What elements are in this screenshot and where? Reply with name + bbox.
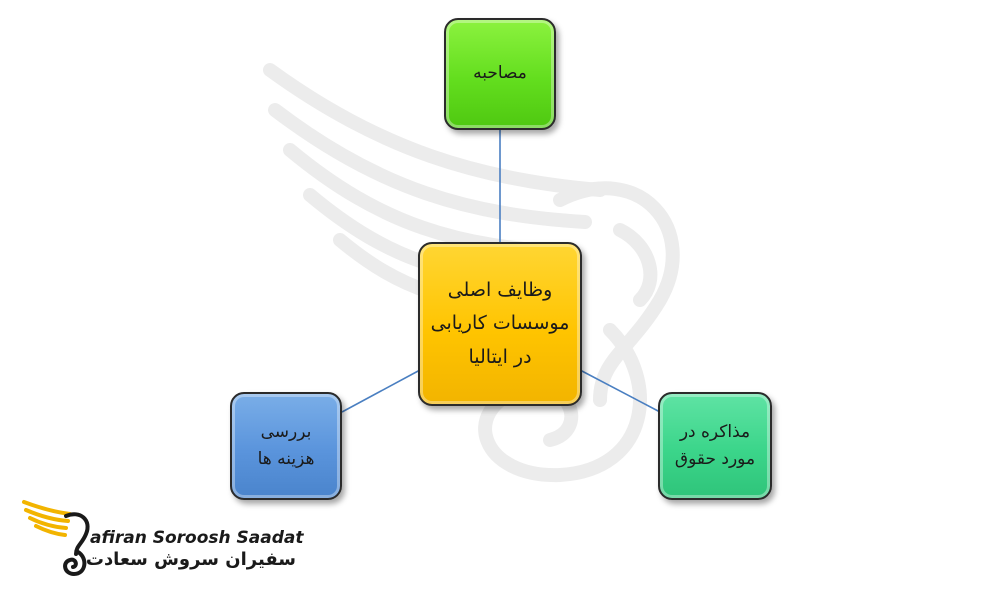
company-logo: afiran Soroosh Saadat سفیران سروش سعادت bbox=[20, 494, 304, 584]
node-interview: مصاحبه bbox=[444, 18, 556, 130]
watermark-wing-stroke bbox=[263, 63, 607, 197]
watermark-head-stroke bbox=[553, 181, 680, 407]
logo-english-text: afiran Soroosh Saadat bbox=[90, 528, 304, 548]
node-salary-negotiation: مذاکره در مورد حقوق bbox=[658, 392, 772, 500]
watermark-wing-stroke bbox=[268, 103, 592, 229]
logo-bird-icon bbox=[22, 500, 90, 577]
connector-left bbox=[341, 369, 421, 413]
connector-right bbox=[579, 369, 661, 413]
watermark-neck-stroke bbox=[613, 223, 658, 307]
node-central-topic: وظایف اصلی موسسات کاریابی در ایتالیا bbox=[418, 242, 582, 406]
logo-persian-text: سفیران سروش سعادت bbox=[85, 549, 296, 570]
node-cost-review: بررسی هزینه ها bbox=[230, 392, 342, 500]
